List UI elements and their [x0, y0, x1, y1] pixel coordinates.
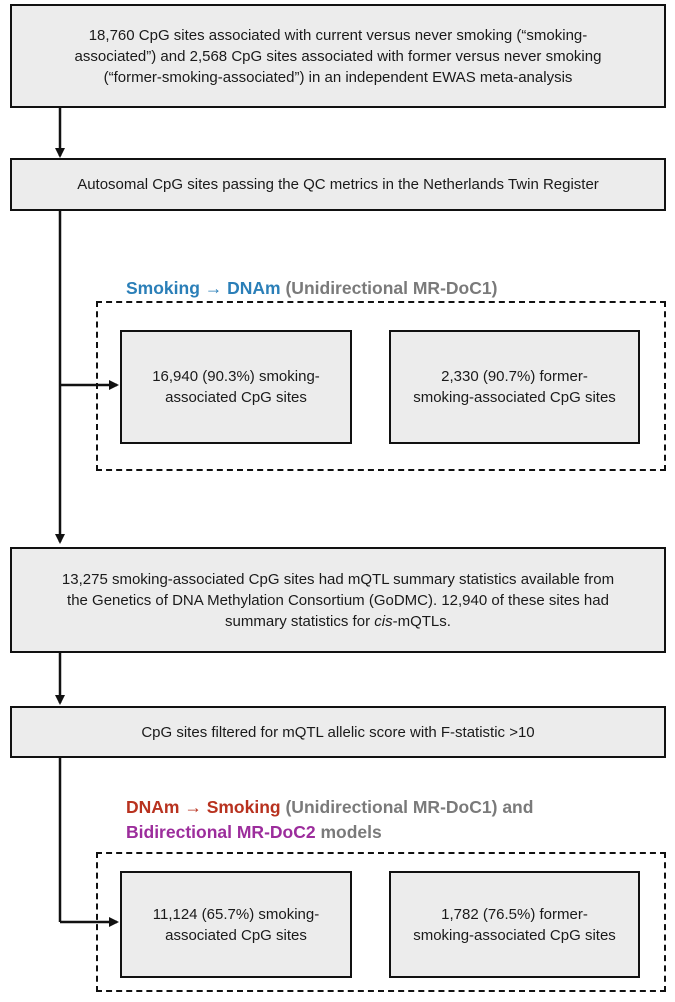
box-ewas-meta-analysis: 18,760 CpG sites associated with current… [10, 4, 666, 108]
section1-right-line-1: 2,330 (90.7%) former- [441, 368, 588, 385]
section1-right-line-2: smoking-associated CpG sites [413, 389, 616, 406]
mqtl-line-3-suffix: -mQTLs. [392, 612, 451, 630]
box-mqtl-godmc: 13,275 smoking-associated CpG sites had … [10, 547, 666, 653]
section2-heading-line-2: Bidirectional MR-DoC2 models [126, 820, 626, 845]
section2-right-line-1: 1,782 (76.5%) former- [441, 905, 588, 923]
mqtl-line-3: summary statistics for cis-mQTLs. [62, 611, 614, 632]
qc-text: Autosomal CpG sites passing the QC metri… [77, 176, 599, 193]
box-section2-smoking-associated: 11,124 (65.7%) smoking- associated CpG s… [120, 871, 352, 978]
section2-left-line-2: associated CpG sites [165, 926, 307, 944]
filter-text: CpG sites filtered for mQTL allelic scor… [141, 723, 535, 741]
section1-left-line-1: 16,940 (90.3%) smoking- [152, 368, 320, 385]
section2-heading-models: models [320, 822, 382, 842]
ewas-line-1: 18,760 CpG sites associated with current… [88, 26, 588, 44]
section1-heading-direction: Smoking → DNAm [126, 278, 281, 298]
box-f-statistic-filter: CpG sites filtered for mQTL allelic scor… [10, 706, 666, 758]
mqtl-line-1: 13,275 smoking-associated CpG sites had … [61, 570, 615, 588]
mqtl-line-3-prefix: summary statistics for [225, 612, 375, 630]
section1-dashed-container [96, 301, 666, 471]
section1-heading-model: (Unidirectional MR-DoC1) [285, 278, 498, 298]
box-section1-smoking-associated: 16,940 (90.3%) smoking- associated CpG s… [120, 330, 352, 444]
section1-left-line-2: associated CpG sites [165, 389, 307, 406]
ewas-line-2: associated”) and 2,568 CpG sites associa… [74, 47, 602, 65]
section2-heading-bidirectional: Bidirectional MR-DoC2 [126, 822, 316, 842]
section2-dashed-container [96, 852, 666, 992]
section2-heading: DNAm → Smoking (Unidirectional MR-DoC1) … [126, 795, 626, 845]
mqtl-line-3-cis: cis [374, 612, 393, 630]
section2-right-line-2: smoking-associated CpG sites [413, 926, 616, 944]
section2-heading-and: and [502, 797, 534, 817]
section2-heading-line-1: DNAm → Smoking (Unidirectional MR-DoC1) … [126, 795, 626, 820]
mqtl-line-2: the Genetics of DNA Methylation Consorti… [67, 591, 609, 609]
section1-heading: Smoking → DNAm (Unidirectional MR-DoC1) [126, 276, 497, 301]
box-qc-metrics: Autosomal CpG sites passing the QC metri… [10, 158, 666, 211]
ewas-line-3: (“former-smoking-associated”) in an inde… [103, 68, 573, 86]
box-section1-former-smoking-associated: 2,330 (90.7%) former- smoking-associated… [389, 330, 640, 444]
section2-heading-direction: DNAm → Smoking [126, 797, 281, 817]
section2-heading-model: (Unidirectional MR-DoC1) [285, 797, 498, 817]
box-section2-former-smoking-associated: 1,782 (76.5%) former- smoking-associated… [389, 871, 640, 978]
section2-left-line-1: 11,124 (65.7%) smoking- [152, 905, 320, 923]
